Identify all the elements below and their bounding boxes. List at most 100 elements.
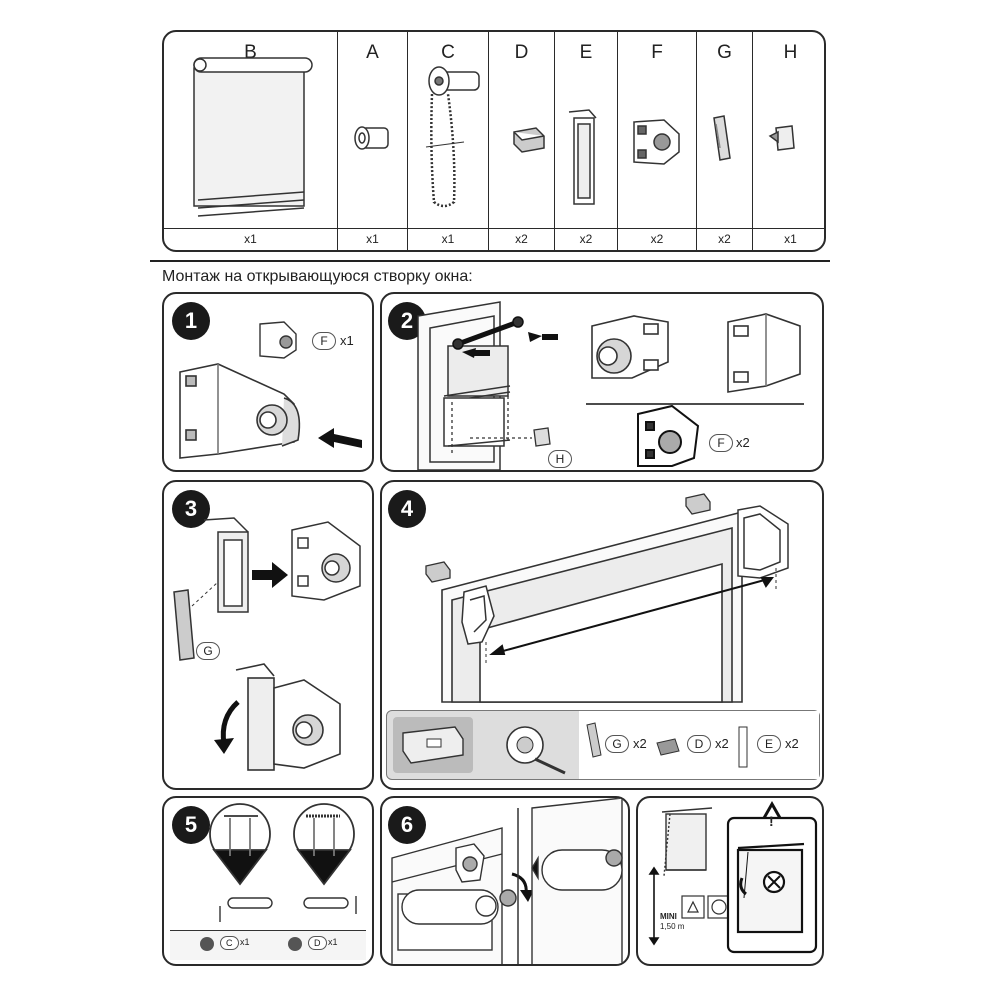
part-letter: E xyxy=(579,42,593,63)
bracket-detail-icon xyxy=(591,315,669,379)
window-frame-icon xyxy=(441,510,743,703)
part-qty: x2 xyxy=(515,232,528,246)
parts-illustrations xyxy=(193,57,795,217)
chain-end-icon xyxy=(288,937,302,951)
step-2-illustration xyxy=(417,301,804,470)
step-3-illustration xyxy=(173,517,361,771)
step-5-illustration xyxy=(209,803,357,922)
roller-tube-icon xyxy=(401,889,499,925)
step-4-panel: 4 x xyxy=(380,480,824,790)
parts-table: B x1 A x1 C x1 D x2 E x2 F x2 G x2 H x1 xyxy=(162,30,826,252)
step-6-panel: 6 xyxy=(380,796,630,966)
level-tool-icon xyxy=(393,717,473,773)
height-indicator-icon xyxy=(648,866,660,946)
step-number: 3 xyxy=(172,490,210,528)
part-label: F xyxy=(312,332,336,350)
chain-mechanism-icon xyxy=(425,66,480,208)
warning-panel: ! MINI 1,50 m xyxy=(636,796,824,966)
section-title: Монтаж на открывающуюся створку окна: xyxy=(162,268,473,285)
blind-with-chain-icon xyxy=(661,807,713,877)
bracket-right-icon xyxy=(737,505,789,579)
part-letter: H xyxy=(783,42,798,63)
part-qty: x2 xyxy=(785,736,799,751)
part-qty: x2 xyxy=(718,232,731,246)
bracket-clip-assembly-icon xyxy=(235,663,341,771)
clamp-bracket-icon xyxy=(425,493,711,583)
warning-illustration xyxy=(648,800,818,954)
adhesive-strip-icon xyxy=(713,115,731,161)
section-divider xyxy=(150,260,830,262)
part-qty: x1 xyxy=(784,232,797,246)
step-2-panel: 2 H F x2 xyxy=(380,292,824,472)
bracket-left-icon xyxy=(461,585,495,645)
part-qty: x1 xyxy=(366,232,379,246)
arrow-right-icon xyxy=(462,348,490,358)
window-frame-icon xyxy=(417,301,511,470)
part-qty: x2 xyxy=(633,736,647,751)
part-column-h: H x1 xyxy=(752,32,824,250)
adhesive-pad-icon xyxy=(768,125,795,151)
bracket-assembly-icon xyxy=(291,521,361,601)
part-label: C xyxy=(220,936,239,950)
part-label: D xyxy=(687,735,711,753)
arrow-left-icon xyxy=(318,428,362,448)
vertical-clip-icon xyxy=(203,517,249,613)
part-column-e: E x2 xyxy=(554,32,617,250)
adhesive-strip-icon xyxy=(173,589,195,661)
window-frame-right-icon xyxy=(531,798,623,964)
part-qty: x2 xyxy=(650,232,664,246)
part-column-c: C x1 xyxy=(407,32,488,250)
part-qty: x2 xyxy=(715,736,729,751)
step-1-panel: 1 F x1 xyxy=(162,292,374,472)
warning-box-icon xyxy=(726,816,818,954)
roller-parts-icon xyxy=(219,896,357,922)
part-label: H xyxy=(548,450,572,468)
side-bracket-icon xyxy=(637,404,700,467)
part-qty: x1 xyxy=(340,333,354,348)
part-label: F xyxy=(709,434,733,452)
arrow-head xyxy=(214,738,234,754)
step-1-illustration xyxy=(179,321,362,459)
part-letter: D xyxy=(514,42,529,63)
adhesive-pad-icon xyxy=(533,427,551,447)
step-4-illustration xyxy=(425,493,789,703)
parts-legend: G x2 D x2 E x2 xyxy=(579,711,819,779)
end-cap-icon xyxy=(200,937,214,951)
part-label: G xyxy=(196,642,220,660)
roller-blind-icon xyxy=(193,57,313,217)
clamp-bracket-icon xyxy=(513,127,545,153)
height-label: 1,50 m xyxy=(660,922,685,931)
part-qty: x1 xyxy=(244,232,257,246)
callout-right-icon xyxy=(293,803,355,886)
part-column-d: D x2 xyxy=(488,32,554,250)
arrow-left-icon xyxy=(528,332,558,342)
part-column-g: G x2 xyxy=(696,32,752,250)
part-letter: F xyxy=(651,42,663,63)
step-6-illustration xyxy=(391,798,623,964)
bracket-assembly-icon xyxy=(179,363,301,459)
part-qty: x1 xyxy=(328,937,338,947)
part-column-f: F x2 xyxy=(617,32,696,250)
measurement-arrow xyxy=(489,577,774,655)
dashed-guide xyxy=(451,396,532,454)
step-number: 5 xyxy=(172,806,210,844)
table-divider xyxy=(164,228,824,229)
step-3-panel: 3 G xyxy=(162,480,374,790)
curved-arrow-icon xyxy=(220,700,240,745)
dashed-guide xyxy=(191,581,219,607)
bracket-back-icon xyxy=(727,313,801,393)
warning-exclamation: ! xyxy=(769,813,774,829)
arrow-head xyxy=(520,890,534,902)
mini-label: MINI xyxy=(660,912,677,921)
part-qty: x1 xyxy=(441,232,455,246)
tape-measure-icon xyxy=(491,719,571,775)
warning-card-icon xyxy=(681,895,731,919)
part-qty: x1 xyxy=(240,937,250,947)
tools-strip: G x2 D x2 E x2 xyxy=(386,710,820,780)
end-cap-icon xyxy=(354,126,389,150)
side-bracket-icon xyxy=(259,321,297,359)
part-label: E xyxy=(757,735,781,753)
part-column-a: A x1 xyxy=(337,32,407,250)
callout-left-icon xyxy=(209,803,271,886)
dashed-guide xyxy=(485,568,777,664)
